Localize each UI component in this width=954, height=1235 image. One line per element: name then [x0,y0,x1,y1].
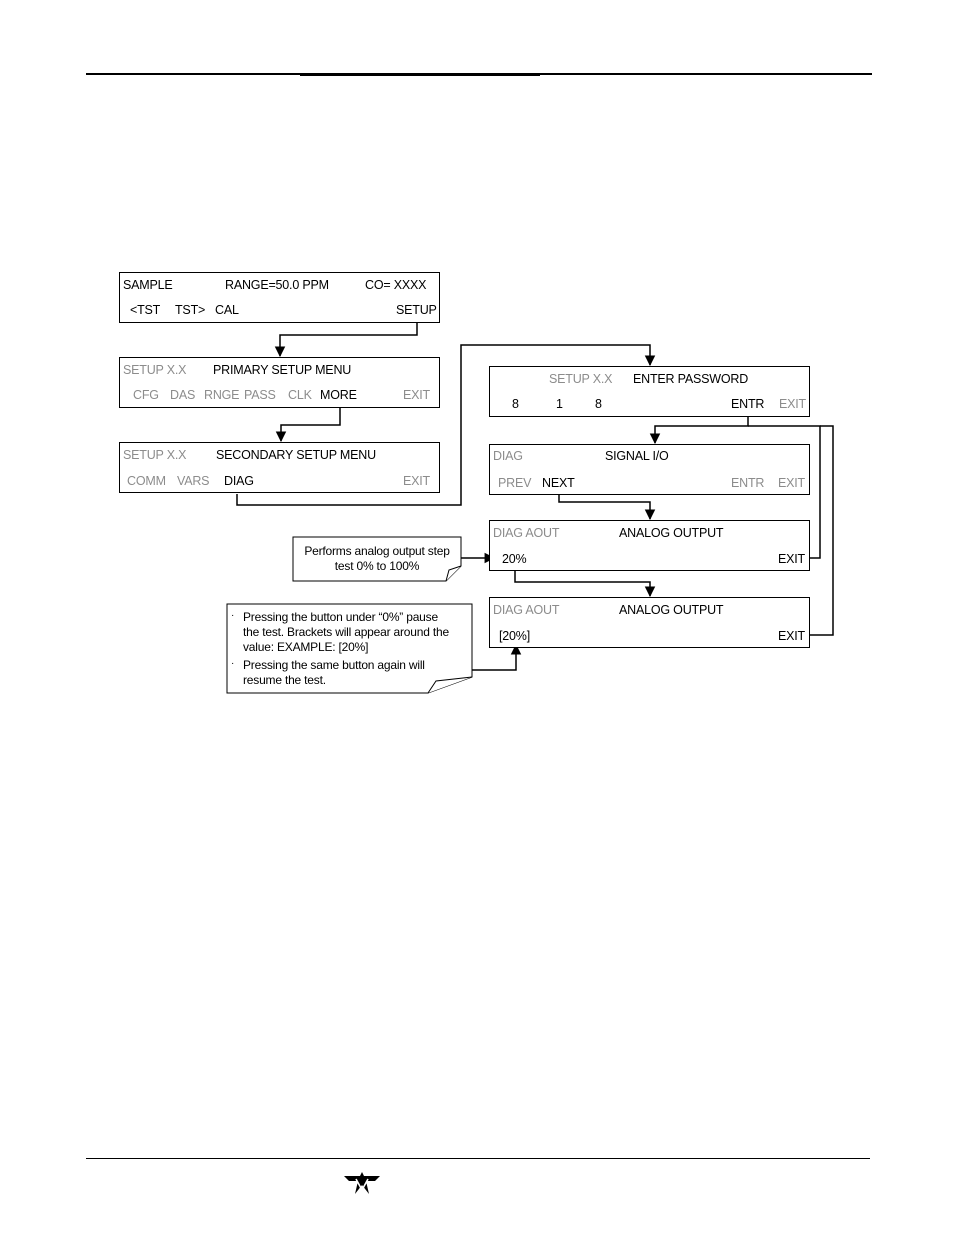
note-pause-item-1: · Pressing the button under “0%” pause t… [229,610,471,655]
button-prev[interactable]: PREV [498,476,532,490]
note-pause-line: Pressing the same button again will [243,658,425,672]
analog-value-button[interactable]: 20% [502,552,527,566]
button-more[interactable]: MORE [320,388,357,402]
sample-conc: CO= XXXX [365,278,427,292]
header-rule-accent [300,73,540,76]
note-pause-line: value: EXAMPLE: [20%] [243,640,369,654]
wire-next-to-analog [558,494,656,521]
analog-paused-prefix: DIAG AOUT [493,603,560,617]
note-pause-line: Pressing the button under “0%” pause [243,610,438,624]
password-digit-1[interactable]: 8 [512,397,519,411]
password-digit-2[interactable]: 1 [556,397,563,411]
screen-enter-password: SETUP X.X ENTER PASSWORD 8 1 8 ENTR EXIT [489,366,810,417]
button-entr-password[interactable]: ENTR [731,397,765,411]
button-next[interactable]: NEXT [542,476,575,490]
button-exit-primary[interactable]: EXIT [403,388,430,402]
screen-primary-setup: SETUP X.X PRIMARY SETUP MENU CFG DAS RNG… [119,357,440,408]
signal-title: SIGNAL I/O [605,449,669,463]
analog-title: ANALOG OUTPUT [619,526,724,540]
footer-rule [86,1158,870,1159]
secondary-title: SECONDARY SETUP MENU [216,448,376,462]
wire-diag-to-password [236,344,656,506]
wire-value-to-paused [514,570,656,598]
wire-setup-to-primary [274,322,418,358]
screen-secondary-setup: SETUP X.X SECONDARY SETUP MENU COMM VARS… [119,442,440,493]
note-step-fold [445,565,462,582]
button-cal[interactable]: CAL [215,303,239,317]
password-prefix: SETUP X.X [549,372,613,386]
screen-signal-io: DIAG SIGNAL I/O PREV NEXT ENTR EXIT [489,444,810,495]
note-pause-item-2: · Pressing the same button again will re… [229,658,471,688]
wire-more-to-secondary [275,406,341,443]
sample-range: RANGE=50.0 PPM [225,278,329,292]
note-pause-fold [427,676,473,694]
wire-exit2-return [809,425,834,636]
button-diag[interactable]: DIAG [224,474,254,488]
sample-mode: SAMPLE [123,278,173,292]
note-step-line-1: Performs analog output step [304,544,450,558]
wire-exit1-return [748,425,821,559]
company-logo-icon [344,1172,380,1194]
analog-paused-value-button[interactable]: [20%] [499,629,530,643]
button-clk[interactable]: CLK [288,388,312,402]
note-step: Performs analog output step test 0% to 1… [294,544,460,574]
primary-prefix: SETUP X.X [123,363,187,377]
wire-pause-note [472,643,522,671]
button-comm[interactable]: COMM [127,474,166,488]
analog-prefix: DIAG AOUT [493,526,560,540]
button-das[interactable]: DAS [170,388,196,402]
button-exit-secondary[interactable]: EXIT [403,474,430,488]
button-cfg[interactable]: CFG [133,388,159,402]
screen-analog-output-paused: DIAG AOUT ANALOG OUTPUT [20%] EXIT [489,597,810,648]
wire-entr-to-signal [649,416,749,445]
note-pause-line: the test. Brackets will appear around th… [243,625,449,639]
button-exit-analog-paused[interactable]: EXIT [778,629,805,643]
button-pass[interactable]: PASS [244,388,276,402]
analog-paused-title: ANALOG OUTPUT [619,603,724,617]
button-setup[interactable]: SETUP [396,303,437,317]
password-digit-3[interactable]: 8 [595,397,602,411]
button-tst-next[interactable]: TST> [175,303,206,317]
signal-prefix: DIAG [493,449,523,463]
password-title: ENTER PASSWORD [633,372,749,386]
button-rnge[interactable]: RNGE [204,388,240,402]
button-tst-prev[interactable]: <TST [130,303,161,317]
note-step-line-2: test 0% to 100% [334,559,420,573]
note-pause: · Pressing the button under “0%” pause t… [229,610,471,688]
button-exit-signal[interactable]: EXIT [778,476,805,490]
secondary-prefix: SETUP X.X [123,448,187,462]
note-pause-line: resume the test. [243,673,326,687]
bullet-icon: · [231,610,235,621]
primary-title: PRIMARY SETUP MENU [213,363,352,377]
button-exit-analog[interactable]: EXIT [778,552,805,566]
screen-analog-output: DIAG AOUT ANALOG OUTPUT 20% EXIT [489,520,810,571]
bullet-icon: · [231,658,235,669]
screen-sample: SAMPLE RANGE=50.0 PPM CO= XXXX <TST TST>… [119,272,440,323]
button-vars[interactable]: VARS [177,474,210,488]
button-exit-password[interactable]: EXIT [779,397,806,411]
button-entr-signal[interactable]: ENTR [731,476,765,490]
